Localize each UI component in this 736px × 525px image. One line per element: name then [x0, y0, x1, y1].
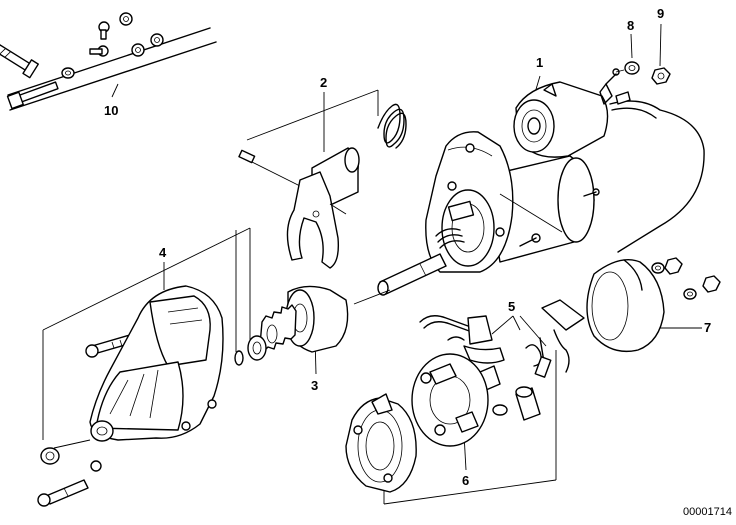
- callout-6: 6: [462, 473, 470, 488]
- callout-10: 10: [104, 103, 119, 118]
- part-2-engaging-lever: [238, 89, 407, 269]
- callout-5: 5: [508, 299, 516, 314]
- callout-4: 4: [159, 245, 167, 260]
- diagram-reference-number: 00001714: [683, 506, 732, 518]
- part-1-solenoid-motor: [353, 68, 705, 305]
- callout-1: 1: [536, 55, 544, 70]
- part-8-9-nut-washer: [615, 23, 671, 85]
- part-3-pinion-drive: [234, 285, 349, 375]
- callout-7: 7: [704, 320, 712, 335]
- part-6-brush-holder: [345, 350, 557, 505]
- part-7-cover-band: [586, 257, 721, 353]
- part-4-drive-housing: [37, 227, 251, 507]
- callout-8: 8: [627, 18, 635, 33]
- callout-9: 9: [657, 6, 665, 21]
- callout-2: 2: [320, 75, 328, 90]
- part-10-hardware: [0, 12, 217, 111]
- callout-3: 3: [311, 378, 319, 393]
